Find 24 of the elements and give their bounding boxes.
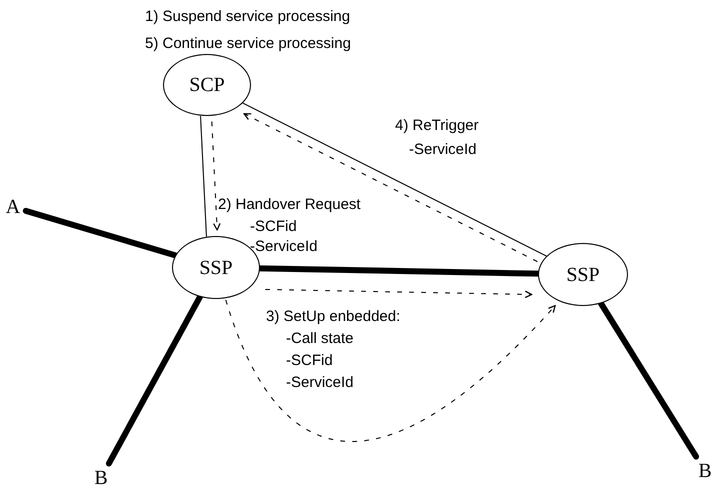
message-label: -ServiceId	[286, 374, 354, 393]
message-label: 2) Handover Request	[218, 196, 361, 215]
endpoint-label: B	[696, 460, 714, 482]
message-label: -ServiceId	[250, 238, 318, 257]
endpoint-label: B	[92, 467, 110, 489]
thick-line	[598, 300, 700, 460]
node-label: SSP	[199, 256, 233, 280]
dashed-arrow	[265, 288, 532, 298]
message-label: 4) ReTrigger	[395, 117, 479, 136]
message-label: -ServiceId	[409, 141, 477, 160]
dashed-arrow	[225, 300, 556, 442]
message-label: -Call state	[286, 330, 354, 349]
message-label: 3) SetUp enbedded:	[266, 308, 400, 327]
thick-line	[106, 294, 203, 466]
message-label: -SCFid	[286, 352, 333, 371]
message-label: 1) Suspend service processing	[145, 8, 350, 27]
dashed-arrow	[211, 121, 221, 230]
endpoint-label: A	[4, 196, 22, 218]
message-label: 5) Continue service processing	[145, 35, 351, 54]
connector-line	[200, 116, 207, 237]
thick-line	[22, 208, 178, 258]
message-label: -SCFid	[250, 218, 297, 237]
node-label: SCP	[189, 73, 225, 98]
node-label: SSP	[566, 262, 600, 288]
